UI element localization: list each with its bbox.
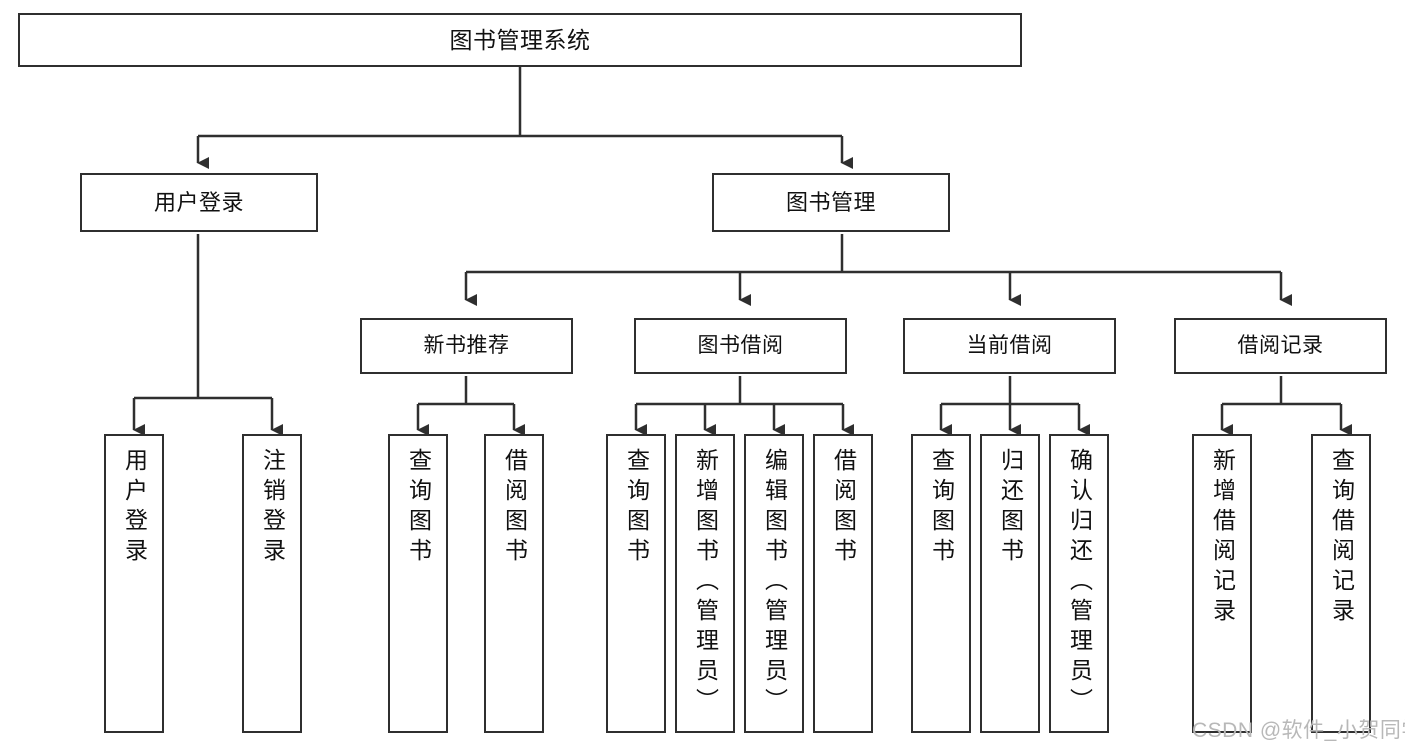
node-label: 确认归还（管理员） [1066, 448, 1093, 718]
edges-bookborrow-to-leaves [634, 376, 854, 436]
csdn-watermark: CSDN @软件_小贺同学 [1192, 719, 1405, 742]
edges-userlogin-to-leaves [132, 234, 283, 436]
edges-currentborrow-to-leaves [939, 376, 1090, 436]
node-label: 新书推荐 [423, 333, 510, 357]
node-current-borrow[interactable]: 当前借阅 [903, 318, 1116, 374]
leaf-node-confirm-return-admin[interactable]: 确认归还（管理员） [1049, 434, 1109, 733]
node-label: 编辑图书（管理员） [761, 448, 788, 718]
leaf-node-query-borrow-record[interactable]: 查询借阅记录 [1311, 434, 1371, 733]
leaf-node-return-book[interactable]: 归还图书 [980, 434, 1040, 733]
node-label: 借阅记录 [1237, 333, 1324, 357]
node-label: 新增图书（管理员） [692, 448, 719, 718]
node-label: 注销登录 [259, 448, 286, 568]
leaf-node-borrow-book[interactable]: 借阅图书 [813, 434, 873, 733]
leaf-node-edit-book-admin[interactable]: 编辑图书（管理员） [744, 434, 804, 733]
node-label: 借阅图书 [830, 448, 857, 568]
leaf-node-logout[interactable]: 注销登录 [242, 434, 302, 733]
node-label: 查询图书 [405, 448, 432, 568]
node-label: 借阅图书 [501, 448, 528, 568]
node-borrow-record[interactable]: 借阅记录 [1174, 318, 1387, 374]
leaf-node-query-book-recommend[interactable]: 查询图书 [388, 434, 448, 733]
node-book-borrow[interactable]: 图书借阅 [634, 318, 847, 374]
leaf-node-add-borrow-record[interactable]: 新增借阅记录 [1192, 434, 1252, 733]
node-label: 查询图书 [623, 448, 650, 568]
node-label: 用户登录 [121, 448, 148, 568]
leaf-node-borrow-book-recommend[interactable]: 借阅图书 [484, 434, 544, 733]
node-label: 用户登录 [153, 189, 244, 215]
node-label: 归还图书 [997, 448, 1024, 568]
edges-bookmanage-to-level2 [466, 234, 1281, 274]
node-book-management[interactable]: 图书管理 [712, 173, 950, 232]
leaf-node-query-book-borrow[interactable]: 查询图书 [606, 434, 666, 733]
node-root-book-management-system[interactable]: 图书管理系统 [18, 13, 1022, 67]
edges-newbook-to-leaves [416, 376, 525, 436]
node-user-login[interactable]: 用户登录 [80, 173, 318, 232]
node-label: 查询图书 [928, 448, 955, 568]
node-new-book-recommend[interactable]: 新书推荐 [360, 318, 573, 374]
node-label: 当前借阅 [966, 333, 1053, 357]
edges-root-to-level1 [198, 67, 842, 138]
node-label: 图书管理 [785, 189, 876, 215]
leaf-node-query-book-current[interactable]: 查询图书 [911, 434, 971, 733]
node-label: 新增借阅记录 [1209, 448, 1236, 628]
node-label: 图书管理系统 [449, 26, 591, 53]
edges-borrowrecord-to-leaves [1220, 376, 1352, 436]
leaf-node-user-login-action[interactable]: 用户登录 [104, 434, 164, 733]
node-label: 图书借阅 [697, 333, 784, 357]
leaf-node-add-book-admin[interactable]: 新增图书（管理员） [675, 434, 735, 733]
node-label: 查询借阅记录 [1328, 448, 1355, 628]
